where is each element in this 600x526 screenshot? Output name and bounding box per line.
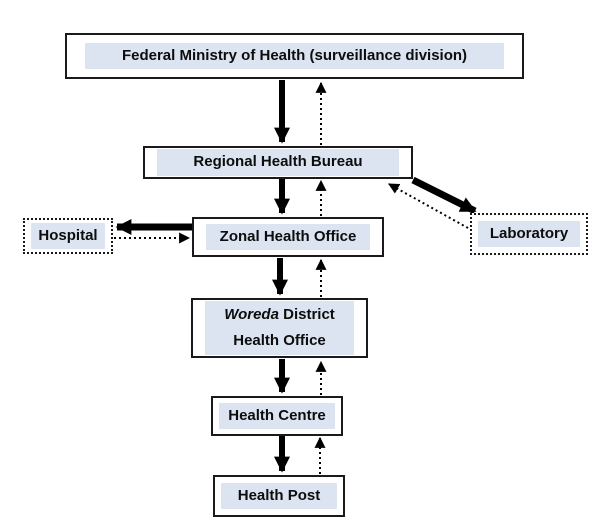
node-hospital-label: Hospital [31, 222, 105, 250]
node-woreda-district-health-office: Woreda District Health Office [191, 298, 368, 358]
arrow-rhb-to-laboratory [411, 176, 477, 215]
woreda-line1-rest: District [278, 306, 335, 323]
node-health-post: Health Post [213, 475, 345, 517]
node-regional-health-bureau: Regional Health Bureau [143, 146, 413, 179]
node-regional-health-bureau-label: Regional Health Bureau [157, 149, 399, 176]
node-health-centre-label: Health Centre [219, 402, 335, 430]
arrow-laboratory-to-rhb-feedback [388, 183, 469, 229]
node-health-post-label: Health Post [221, 482, 337, 510]
node-zonal-health-office: Zonal Health Office [192, 217, 384, 257]
node-hospital: Hospital [23, 218, 113, 254]
woreda-italic-word: Woreda [224, 306, 279, 323]
node-health-centre: Health Centre [211, 396, 343, 436]
node-laboratory-label: Laboratory [478, 220, 580, 248]
node-federal-ministry-of-health: Federal Ministry of Health (surveillance… [65, 33, 524, 79]
woreda-label-line2: Health Office [233, 332, 326, 349]
node-federal-ministry-of-health-label: Federal Ministry of Health (surveillance… [85, 42, 504, 70]
woreda-label-line1: Woreda District [207, 302, 352, 328]
node-woreda-district-health-office-label: Woreda District Health Office [205, 301, 354, 355]
node-zonal-health-office-label: Zonal Health Office [206, 223, 370, 251]
node-laboratory: Laboratory [470, 213, 588, 255]
